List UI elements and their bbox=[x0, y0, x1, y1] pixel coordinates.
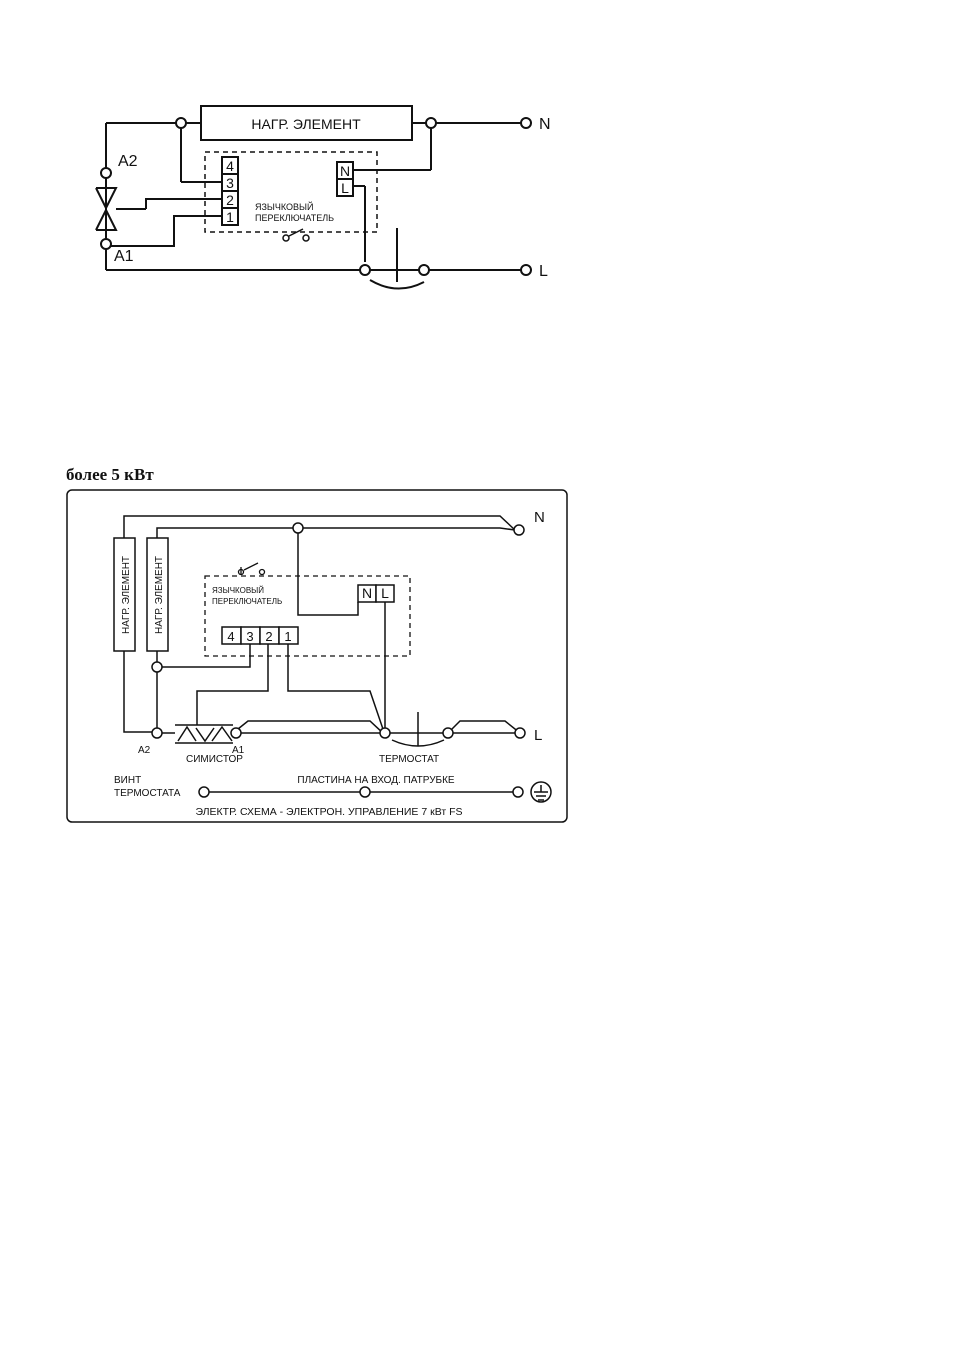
a2-terminal-icon bbox=[152, 728, 162, 738]
diagram-caption: ЭЛЕКТР. СХЕМА - ЭЛЕКТРОН. УПРАВЛЕНИЕ 7 к… bbox=[195, 806, 462, 818]
terminal-1-label: 1 bbox=[284, 629, 291, 644]
n-label: N bbox=[534, 509, 545, 526]
a1-terminal-icon bbox=[231, 728, 241, 738]
terminal-2-label: 2 bbox=[265, 629, 272, 644]
n-terminal-icon bbox=[514, 525, 524, 535]
triac-label: СИМИСТОР bbox=[186, 754, 243, 765]
inlet-plate-label: ПЛАСТИНА НА ВХОД. ПАТРУБКЕ bbox=[297, 775, 455, 786]
block-l-label: L bbox=[381, 585, 389, 601]
ground-icon bbox=[531, 782, 551, 802]
reed-switch-label-line1: ЯЗЫЧКОВЫЙ bbox=[212, 586, 264, 595]
a2-label: A2 bbox=[138, 745, 151, 756]
l-label: L bbox=[534, 727, 542, 744]
terminal-connector-icon bbox=[380, 728, 390, 738]
l-terminal-icon bbox=[515, 728, 525, 738]
thermostat-screw-terminal-icon bbox=[199, 787, 209, 797]
terminal-4-label: 4 bbox=[227, 629, 234, 644]
inlet-plate-terminal-icon bbox=[360, 787, 370, 797]
reed-switch-icon bbox=[239, 563, 265, 575]
thermostat-label: ТЕРМОСТАТ bbox=[379, 754, 439, 765]
thermostat-screw-label-line1: ВИНТ bbox=[114, 775, 141, 786]
terminal-connector-icon bbox=[443, 728, 453, 738]
terminal-3-label: 3 bbox=[246, 629, 253, 644]
terminal-connector-icon bbox=[152, 662, 162, 672]
thermostat-screw-label-line2: ТЕРМОСТАТА bbox=[114, 788, 181, 799]
block-n-label: N bbox=[362, 585, 372, 601]
terminal-connector-icon bbox=[293, 523, 303, 533]
heater-element-1-label: НАГР. ЭЛЕМЕНТ bbox=[121, 556, 132, 634]
terminal-connector-icon bbox=[513, 787, 523, 797]
reed-switch-label-line2: ПЕРЕКЛЮЧАТЕЛЬ bbox=[212, 597, 282, 606]
heater-element-2-label: НАГР. ЭЛЕМЕНТ bbox=[154, 556, 165, 634]
